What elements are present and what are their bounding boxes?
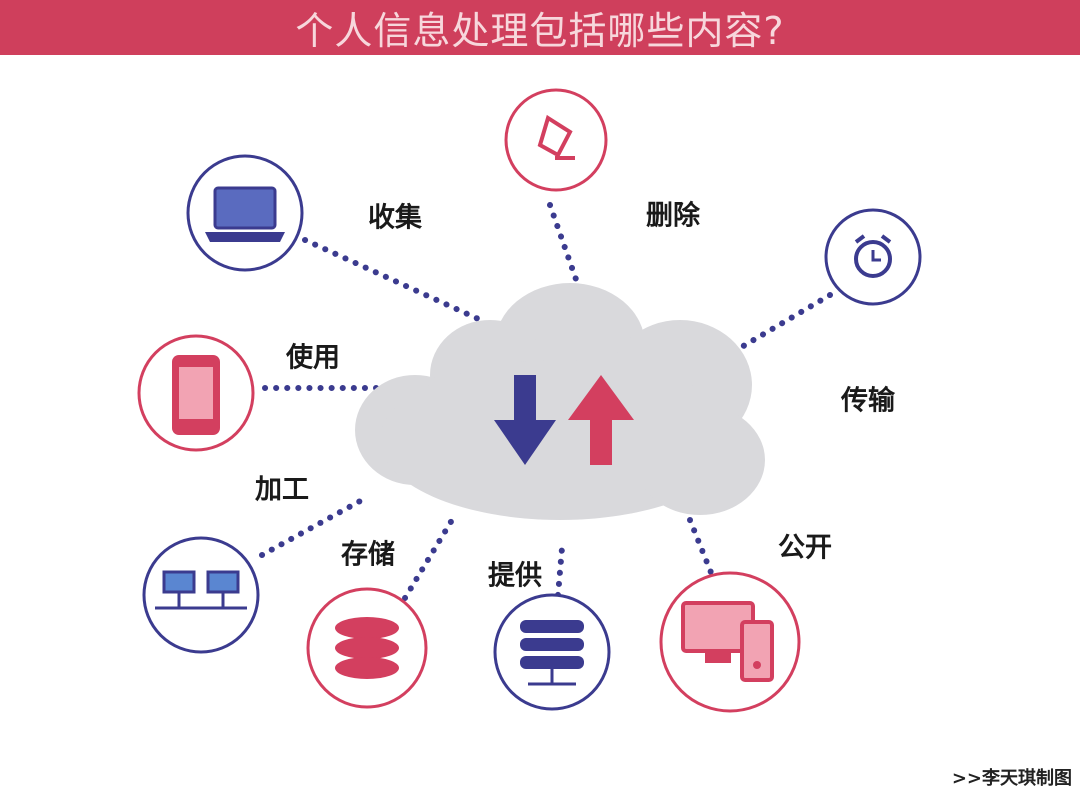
server-icon: [493, 593, 611, 711]
label-provide: 提供: [488, 560, 542, 592]
desktop-computer-icon: [659, 571, 801, 713]
network-icon: [142, 536, 260, 654]
alarm-clock-icon: [824, 208, 922, 306]
label-transmit: 传输: [841, 385, 895, 417]
label-process: 加工: [255, 474, 309, 506]
title-banner: 个人信息处理包括哪些内容?: [0, 0, 1080, 55]
label-disclose: 公开: [778, 532, 832, 564]
label-collect: 收集: [368, 202, 422, 234]
credit: >>李天琪制图: [951, 768, 1072, 789]
connectors: [259, 202, 833, 601]
down-arrow-icon: [494, 375, 556, 465]
smartphone-icon: [137, 334, 255, 452]
database-icon: [306, 587, 428, 709]
label-store: 存储: [341, 539, 395, 571]
cloud: [355, 283, 765, 520]
page-title: 个人信息处理包括哪些内容?: [295, 9, 785, 53]
label-delete: 删除: [646, 200, 700, 232]
pen-icon: [504, 88, 608, 192]
up-arrow-icon: [568, 375, 634, 465]
label-use: 使用: [286, 342, 340, 374]
laptop-icon: [186, 154, 304, 272]
